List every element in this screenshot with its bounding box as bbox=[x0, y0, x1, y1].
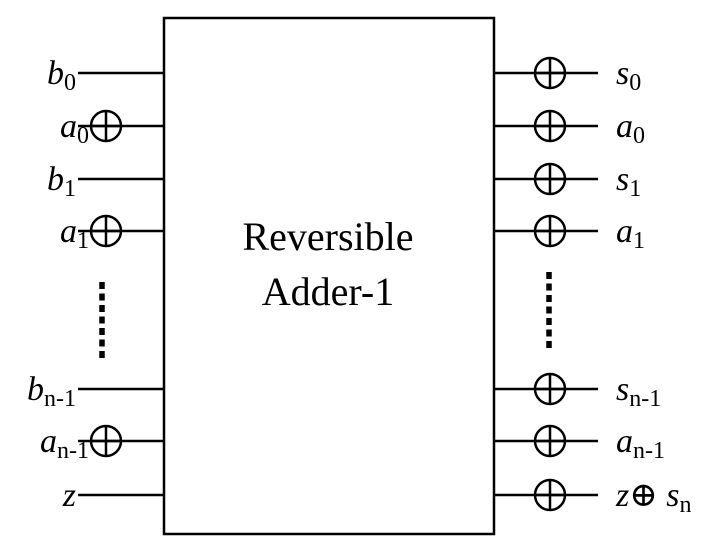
xor-gates-layer bbox=[89, 56, 567, 512]
output-label: a1 bbox=[616, 213, 645, 254]
xor-gate-icon bbox=[533, 478, 567, 512]
block-title-line2: Adder-1 bbox=[262, 269, 394, 314]
output-label: s1 bbox=[616, 161, 641, 202]
output-label: s0 bbox=[616, 55, 641, 96]
input-label: an-1 bbox=[40, 423, 89, 464]
labels-layer: b0 a0 b1 a1 bn-1 an-1 z s0 a0 s1 a1 sn-1 an-1 z⊕ sn bbox=[27, 55, 691, 518]
xor-gate-icon bbox=[533, 109, 567, 143]
xor-gate-icon bbox=[89, 214, 123, 248]
block-title-line1: Reversible bbox=[242, 214, 413, 259]
output-label: z⊕ sn bbox=[615, 477, 691, 518]
output-label: sn-1 bbox=[616, 371, 661, 412]
adder-block bbox=[162, 16, 496, 536]
input-label: bn-1 bbox=[27, 371, 76, 412]
input-label: z bbox=[62, 477, 76, 514]
xor-gate-icon bbox=[533, 162, 567, 196]
input-label: b0 bbox=[47, 55, 76, 96]
output-label: a0 bbox=[616, 108, 645, 149]
xor-gate-icon bbox=[89, 424, 123, 458]
input-label: b1 bbox=[47, 161, 76, 202]
input-label: a1 bbox=[60, 213, 89, 254]
xor-gate-icon bbox=[533, 214, 567, 248]
xor-gate-icon bbox=[533, 372, 567, 406]
xor-gate-icon bbox=[89, 109, 123, 143]
xor-gate-icon bbox=[533, 56, 567, 90]
output-label: an-1 bbox=[616, 423, 665, 464]
input-label: a0 bbox=[60, 108, 89, 149]
xor-gate-icon bbox=[533, 424, 567, 458]
